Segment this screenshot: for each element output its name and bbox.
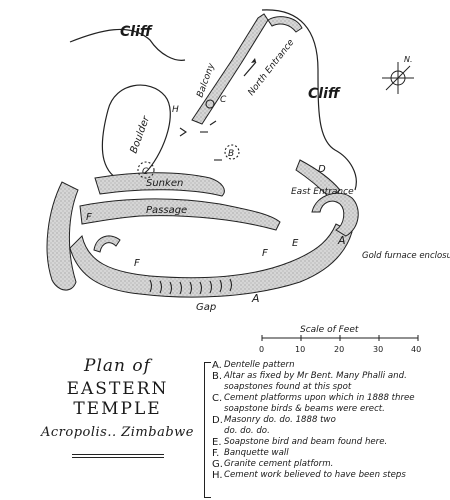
- legend-item: D.Masonry do. do. 1888 two: [212, 415, 448, 426]
- enclosure-outline: [261, 9, 357, 191]
- east-entrance-label: East Entrance: [291, 187, 354, 197]
- legend-key: C.: [212, 393, 223, 404]
- scale-tick-30: 30: [373, 345, 383, 354]
- marker-d: D: [318, 164, 326, 175]
- scale-tick-20: 20: [334, 345, 344, 354]
- legend-text-continued: do. do. do.: [224, 426, 270, 436]
- marker-a-east: A: [337, 234, 346, 247]
- legend-key: E.: [212, 437, 222, 448]
- title-line-temple: EASTERN TEMPLE: [66, 379, 169, 419]
- passage-label: Passage: [146, 205, 187, 216]
- marker-h: H: [172, 105, 179, 115]
- cliff-left-outline: [69, 28, 186, 61]
- cliff-left-label: Cliff: [120, 24, 153, 40]
- marker-c-north: C: [220, 95, 227, 105]
- banquette-spur: [93, 235, 121, 253]
- north-arrowhead: [251, 58, 256, 63]
- legend-text: Soapstone bird and beam found here.: [224, 437, 388, 447]
- boulder: [101, 84, 171, 182]
- sunken-label: Sunken: [146, 178, 183, 189]
- gold-furnace-label: Gold furnace enclosure: [362, 251, 450, 261]
- legend-key: B.: [212, 371, 223, 382]
- scale-tick-40: 40: [411, 345, 421, 354]
- legend-bracket: [204, 362, 211, 498]
- marker-e: E: [292, 238, 299, 249]
- legend-item: B.Altar as fixed by Mr Bent. Many Phalli…: [212, 371, 448, 382]
- legend-key: F.: [212, 448, 220, 459]
- marker-f-west: F: [86, 212, 92, 223]
- scale-title: Scale of Feet: [300, 325, 359, 335]
- compass-n-label: N.: [404, 55, 413, 64]
- legend-item: A.Dentelle pattern: [212, 360, 448, 371]
- legend-text: Cement platforms upon which in 1888 thre…: [224, 393, 415, 403]
- south-wall: [69, 223, 353, 298]
- scale-tick-10: 10: [295, 345, 305, 354]
- legend-text: Altar as fixed by Mr Bent. Many Phalli a…: [224, 371, 407, 381]
- title-block: Plan of EASTERN TEMPLE Acropolis.. Zimba…: [30, 356, 205, 458]
- legend-text-continued: soapstone birds & beams were erect.: [224, 404, 385, 414]
- west-wall: [46, 181, 79, 291]
- north-wall: [267, 16, 303, 33]
- marker-f-south: F: [134, 258, 140, 269]
- legend-item: H.Cement work believed to have been step…: [212, 470, 448, 481]
- gap-label: Gap: [196, 302, 216, 313]
- legend-key: H.: [212, 470, 223, 481]
- interior-features: [137, 99, 240, 179]
- north-arrow: [243, 61, 257, 77]
- legend-item: G.Granite cement platform.: [212, 459, 448, 470]
- cliff-right-label: Cliff: [308, 86, 341, 102]
- compass-icon: [382, 62, 414, 94]
- legend-key: G.: [212, 459, 223, 470]
- legend-text: Granite cement platform.: [224, 459, 334, 469]
- legend-text: Masonry do. do. 1888 two: [224, 415, 336, 425]
- dentelle-gap: [149, 278, 233, 295]
- legend-text: Cement work believed to have been steps: [224, 470, 406, 480]
- legend-item: C.Cement platforms upon which in 1888 th…: [212, 393, 448, 404]
- marker-b: B: [228, 149, 234, 159]
- legend-text: Dentelle pattern: [224, 360, 295, 370]
- scale-bar: [261, 335, 419, 341]
- title-line-plan: Plan of: [84, 356, 151, 376]
- marker-c-west: C: [142, 167, 149, 177]
- balcony-wall: [191, 13, 269, 125]
- passage-wall: [79, 198, 281, 231]
- legend-key: A.: [212, 360, 222, 371]
- legend-text-continued: soapstones found at this spot: [224, 382, 352, 392]
- legend-item: F. Banquette wall: [212, 448, 448, 459]
- sunken-wall: [94, 172, 225, 197]
- title-line-location: Acropolis.. Zimbabwe: [41, 425, 194, 440]
- gold-furnace-wall: [311, 192, 359, 237]
- scale-tick-0: 0: [259, 345, 264, 354]
- marker-f-east: F: [262, 248, 268, 259]
- legend-text: Banquette wall: [224, 448, 289, 458]
- marker-a-south: A: [251, 292, 260, 305]
- legend-item: E.Soapstone bird and beam found here.: [212, 437, 448, 448]
- north-entrance-label: North Entrance: [246, 37, 296, 97]
- title-double-rule: [71, 454, 164, 458]
- legend-key: D.: [212, 415, 223, 426]
